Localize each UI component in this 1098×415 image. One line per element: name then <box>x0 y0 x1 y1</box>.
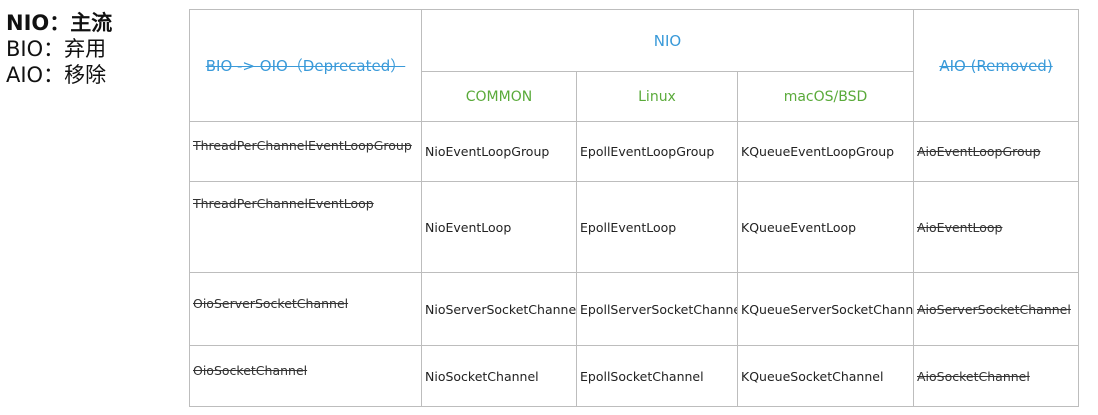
table-cell-common: NioEventLoop <box>421 181 577 273</box>
table-cell-mac: KQueueEventLoop <box>737 181 914 273</box>
cell-text: NioSocketChannel <box>425 368 539 384</box>
cell-text: EpollServerSocketChannel <box>580 301 738 317</box>
table-cell-aio: AioServerSocketChannel <box>913 272 1079 346</box>
cell-text: NioEventLoopGroup <box>425 144 550 159</box>
cell-text: AioEventLoopGroup <box>917 144 1041 159</box>
table-cell-mac: KQueueServerSocketChannel <box>737 272 914 346</box>
table-cell-linux: EpollEventLoop <box>576 181 738 273</box>
cell-text: EpollEventLoopGroup <box>580 144 715 159</box>
legend-aio: AIO：移除 <box>6 63 107 87</box>
table-row: OioSocketChannel NioSocketChannel EpollS… <box>189 345 1079 407</box>
cell-text: EpollSocketChannel <box>580 368 704 384</box>
table-cell-mac: KQueueSocketChannel <box>737 345 914 407</box>
header-aio-label: AIO (Removed) <box>939 56 1053 75</box>
table-cell-oio: OioSocketChannel <box>189 345 422 407</box>
header-bio-label: BIO -> OIO（Deprecated） <box>205 57 406 75</box>
cell-text: ThreadPerChannelEventLoop <box>193 196 374 211</box>
header-common: COMMON <box>421 71 577 122</box>
table-cell-oio: ThreadPerChannelEventLoop <box>189 181 422 273</box>
table-cell-common: NioServerSocketChannel <box>421 272 577 346</box>
cell-text: KQueueEventLoopGroup <box>741 144 895 159</box>
cell-text: NioEventLoop <box>425 219 512 235</box>
header-nio-label: NIO <box>653 31 682 50</box>
table-cell-common: NioSocketChannel <box>421 345 577 407</box>
table-cell-oio: OioServerSocketChannel <box>189 272 422 346</box>
header-linux-label: Linux <box>638 88 676 105</box>
header-mac: macOS/BSD <box>737 71 914 122</box>
legend-bio: BIO：弃用 <box>6 37 107 61</box>
cell-text: OioSocketChannel <box>193 362 308 378</box>
header-aio: AIO (Removed) <box>913 9 1079 122</box>
cell-text: ThreadPerChannelEventLoopGroup <box>193 138 412 153</box>
table-row: ThreadPerChannelEventLoop NioEventLoop E… <box>189 181 1079 273</box>
table-row: ThreadPerChannelEventLoopGroup NioEventL… <box>189 121 1079 182</box>
cell-text: OioServerSocketChannel <box>193 295 349 311</box>
table-cell-aio: AioSocketChannel <box>913 345 1079 407</box>
table-cell-common: NioEventLoopGroup <box>421 121 577 182</box>
cell-text: AioServerSocketChannel <box>917 301 1071 317</box>
cell-text: NioServerSocketChannel <box>425 301 577 317</box>
header-common-label: COMMON <box>465 88 533 105</box>
table-cell-aio: AioEventLoopGroup <box>913 121 1079 182</box>
table-cell-linux: EpollServerSocketChannel <box>576 272 738 346</box>
header-bio: BIO -> OIO（Deprecated） <box>189 9 422 122</box>
table-cell-linux: EpollEventLoopGroup <box>576 121 738 182</box>
header-mac-label: macOS/BSD <box>783 88 868 105</box>
header-nio: NIO <box>421 9 914 72</box>
legend-nio: NIO：主流 <box>6 11 113 35</box>
table-cell-oio: ThreadPerChannelEventLoopGroup <box>189 121 422 182</box>
cell-text: KQueueEventLoop <box>741 219 857 235</box>
cell-text: AioEventLoop <box>917 219 1003 235</box>
table-cell-linux: EpollSocketChannel <box>576 345 738 407</box>
cell-text: EpollEventLoop <box>580 219 677 235</box>
legend: NIO：主流 BIO：弃用 AIO：移除 <box>6 10 112 88</box>
header-row-top: BIO -> OIO（Deprecated） NIO AIO (Removed) <box>189 9 1079 122</box>
header-row-sub: COMMON Linux macOS/BSD <box>190 71 1079 122</box>
header-linux: Linux <box>576 71 738 122</box>
cell-text: KQueueSocketChannel <box>741 368 884 384</box>
cell-text: AioSocketChannel <box>917 368 1030 384</box>
table-cell-mac: KQueueEventLoopGroup <box>737 121 914 182</box>
table-row: OioServerSocketChannel NioServerSocketCh… <box>189 272 1079 346</box>
table-cell-aio: AioEventLoop <box>913 181 1079 273</box>
cell-text: KQueueServerSocketChannel <box>741 301 914 317</box>
io-model-table: BIO -> OIO（Deprecated） NIO AIO (Removed)… <box>189 9 1079 407</box>
